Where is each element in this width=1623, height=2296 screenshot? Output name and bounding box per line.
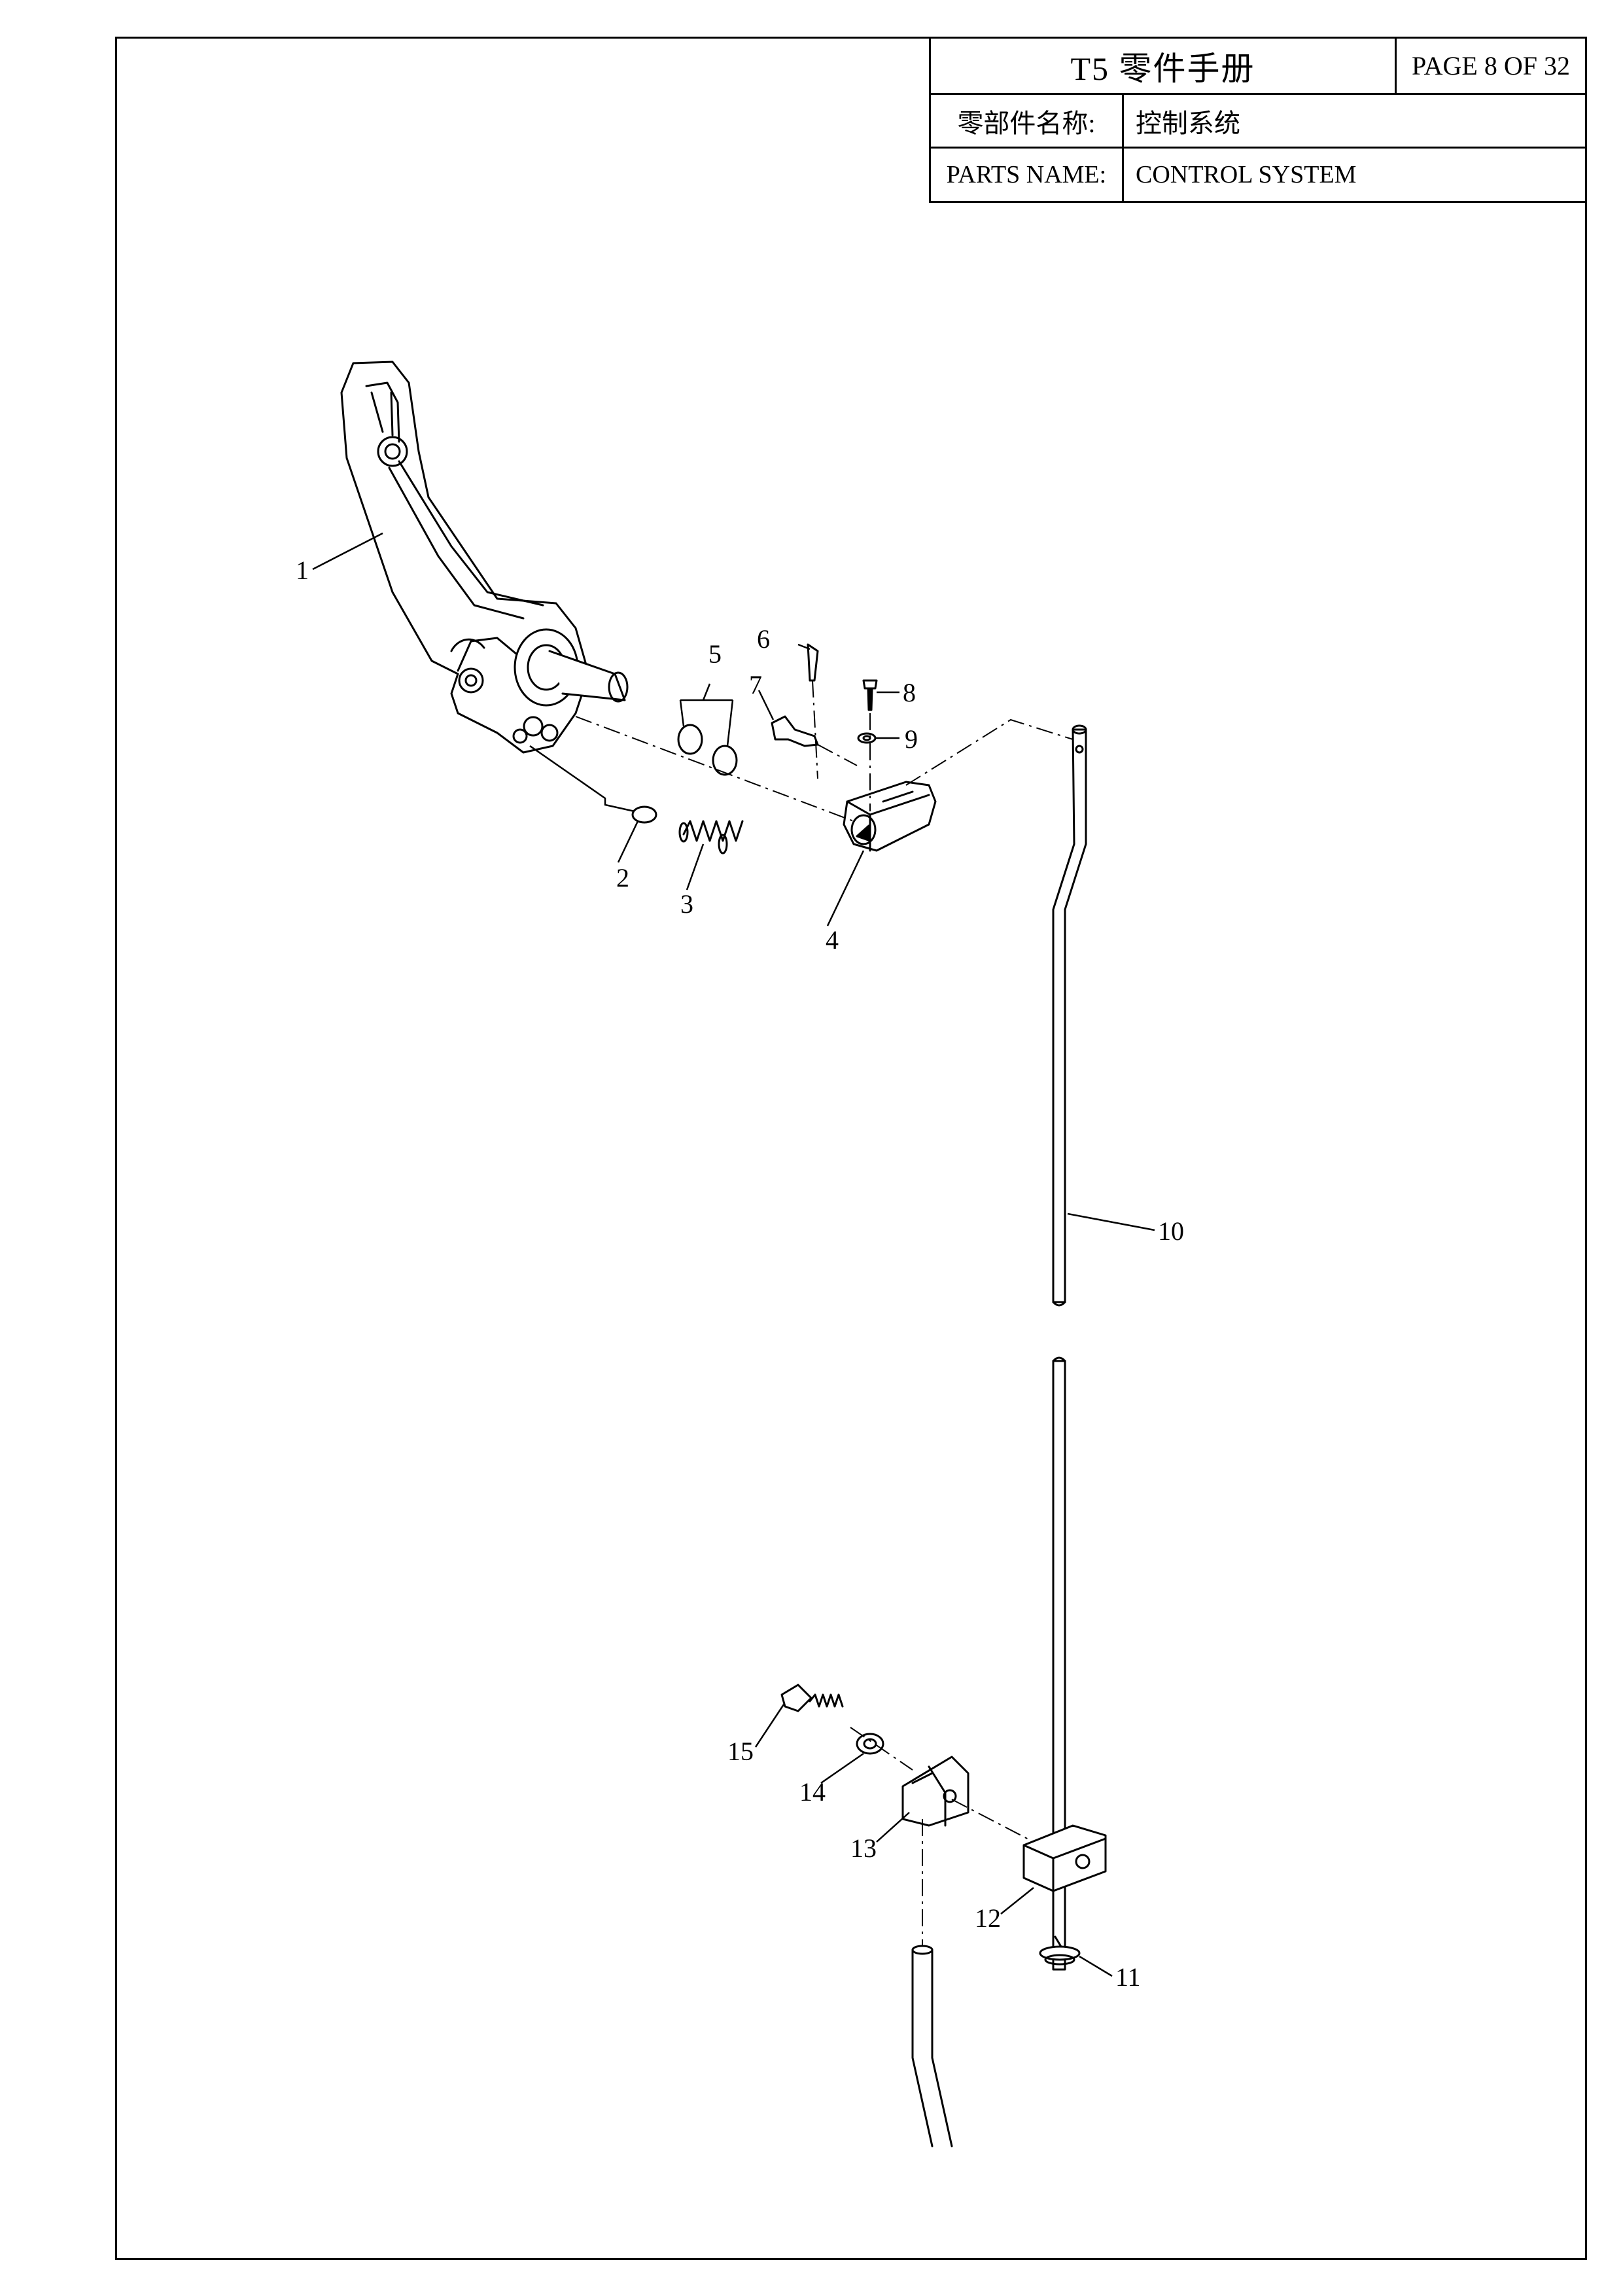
parts-name-value-en: CONTROL SYSTEM	[1136, 161, 1357, 188]
callout-12: 12	[975, 1903, 1001, 1933]
center-line-hub	[575, 716, 854, 822]
hex-bolt-part	[780, 1684, 844, 1712]
callout-1: 1	[296, 556, 309, 585]
shoulder-bolt-part	[771, 715, 819, 747]
page-border	[115, 37, 1587, 2260]
dome-part	[631, 805, 657, 824]
o-ring-pair-part	[677, 724, 738, 776]
callout-15: 15	[727, 1737, 754, 1766]
cotter-pin-part	[807, 643, 819, 682]
rod-upper-part	[1052, 724, 1087, 1307]
callout-4: 4	[826, 925, 839, 955]
leader-13	[876, 1812, 910, 1843]
washer-part	[857, 732, 877, 744]
leader-3	[686, 843, 705, 891]
center-line-bracket	[951, 1799, 1034, 1843]
leader-6	[797, 643, 811, 650]
callout-14: 14	[799, 1777, 826, 1807]
small-screw-part	[862, 679, 878, 711]
callout-10: 10	[1158, 1216, 1184, 1246]
parts-name-label-cn: 零部件名称:	[931, 95, 1124, 149]
callout-5: 5	[708, 639, 722, 669]
cable-part	[911, 1945, 953, 2147]
leader-15	[754, 1704, 785, 1748]
spring-part	[678, 820, 744, 855]
title-block: T5 零件手册 PAGE 8 OF 32 零部件名称: 控制系统 PARTS N…	[929, 37, 1587, 203]
leader-14	[820, 1752, 864, 1784]
cam-block-part	[843, 781, 937, 852]
center-line-bolt15	[850, 1727, 913, 1771]
leader-1	[312, 532, 383, 571]
clamp-block-part	[1022, 1824, 1107, 1892]
center-line-rod-top	[905, 718, 1073, 786]
rod-washer-part	[1039, 1945, 1081, 1966]
callout-11: 11	[1115, 1962, 1141, 1992]
callout-6: 6	[757, 624, 770, 654]
center-line-pin	[812, 680, 818, 779]
leader-2	[617, 821, 639, 863]
leader-5	[679, 683, 734, 747]
parts-name-value-cn: 控制系统	[1124, 95, 1585, 149]
page-number: PAGE 8 OF 32	[1397, 39, 1585, 95]
leader-10	[1067, 1212, 1155, 1231]
callout-3: 3	[680, 889, 693, 919]
callout-13: 13	[850, 1833, 877, 1863]
leader-11	[1079, 1955, 1113, 1977]
callout-2: 2	[616, 863, 629, 892]
center-line-bolt7	[817, 744, 858, 766]
callout-9: 9	[905, 724, 918, 754]
flat-washer-part	[856, 1733, 884, 1755]
callout-7: 7	[749, 670, 762, 699]
bracket-part	[901, 1756, 969, 1827]
leader-12	[1000, 1887, 1034, 1915]
leader-2-bracket	[529, 745, 635, 813]
parts-name-label-en: PARTS NAME:	[931, 149, 1124, 201]
pedal-arm-part	[340, 361, 629, 754]
manual-title: T5 零件手册	[931, 39, 1397, 95]
callout-8: 8	[903, 678, 916, 707]
leader-7	[758, 690, 775, 720]
leader-4	[826, 850, 865, 927]
